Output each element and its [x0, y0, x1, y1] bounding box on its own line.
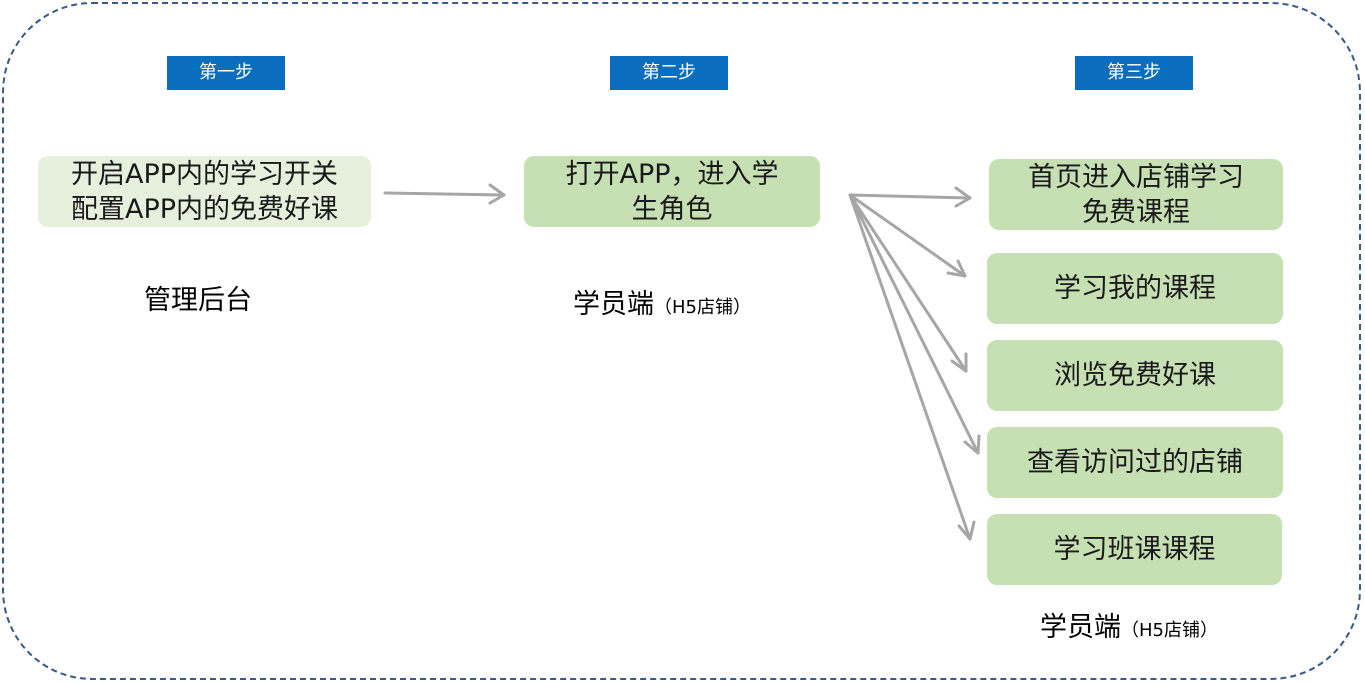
options-label-sub: （H5店铺） [1121, 620, 1218, 641]
option-my-courses: 学习我的课程 [987, 253, 1283, 324]
arrow-to-option-2 [848, 193, 967, 278]
option-visited-shops-label: 查看访问过的店铺 [1027, 447, 1243, 478]
option-visited-shops: 查看访问过的店铺 [987, 427, 1283, 498]
student-open-app-line-2: 生角色 [631, 193, 713, 225]
admin-config-line-1: 开启APP内的学习开关 [70, 158, 339, 190]
student-label-sub: （H5店铺） [654, 297, 751, 318]
student-open-app-box: 打开APP，进入学 生角色 [524, 156, 820, 227]
student-open-app-line-1: 打开APP，进入学 [565, 158, 779, 190]
arrow-to-option-3 [848, 193, 968, 373]
arrow-admin-to-student [383, 183, 506, 205]
option-homepage-line-1: 首页进入店铺学习 [1028, 161, 1244, 193]
option-my-courses-label: 学习我的课程 [1054, 273, 1216, 304]
step-2-badge: 第二步 [610, 56, 728, 90]
option-homepage-line-2: 免费课程 [1082, 196, 1190, 228]
option-browse-free-label: 浏览免费好课 [1054, 360, 1216, 391]
admin-config-box: 开启APP内的学习开关 配置APP内的免费好课 [38, 156, 371, 227]
admin-config-line-2: 配置APP内的免费好课 [70, 193, 339, 225]
options-label-main: 学员端 [1040, 612, 1121, 643]
options-label: 学员端（H5店铺） [1040, 605, 1218, 644]
arrow-to-option-4 [848, 193, 981, 455]
arrow-to-option-5 [848, 193, 976, 541]
student-label: 学员端（H5店铺） [573, 282, 751, 321]
student-label-main: 学员端 [573, 289, 654, 320]
option-class-courses-label: 学习班课课程 [1053, 534, 1216, 565]
option-class-courses: 学习班课课程 [987, 514, 1282, 585]
arrow-to-option-1 [848, 186, 972, 208]
step-3-badge: 第三步 [1075, 56, 1193, 90]
admin-label: 管理后台 [144, 285, 252, 316]
step-1-badge: 第一步 [167, 56, 285, 90]
option-browse-free: 浏览免费好课 [987, 340, 1283, 411]
option-homepage-free-course: 首页进入店铺学习 免费课程 [989, 159, 1283, 230]
